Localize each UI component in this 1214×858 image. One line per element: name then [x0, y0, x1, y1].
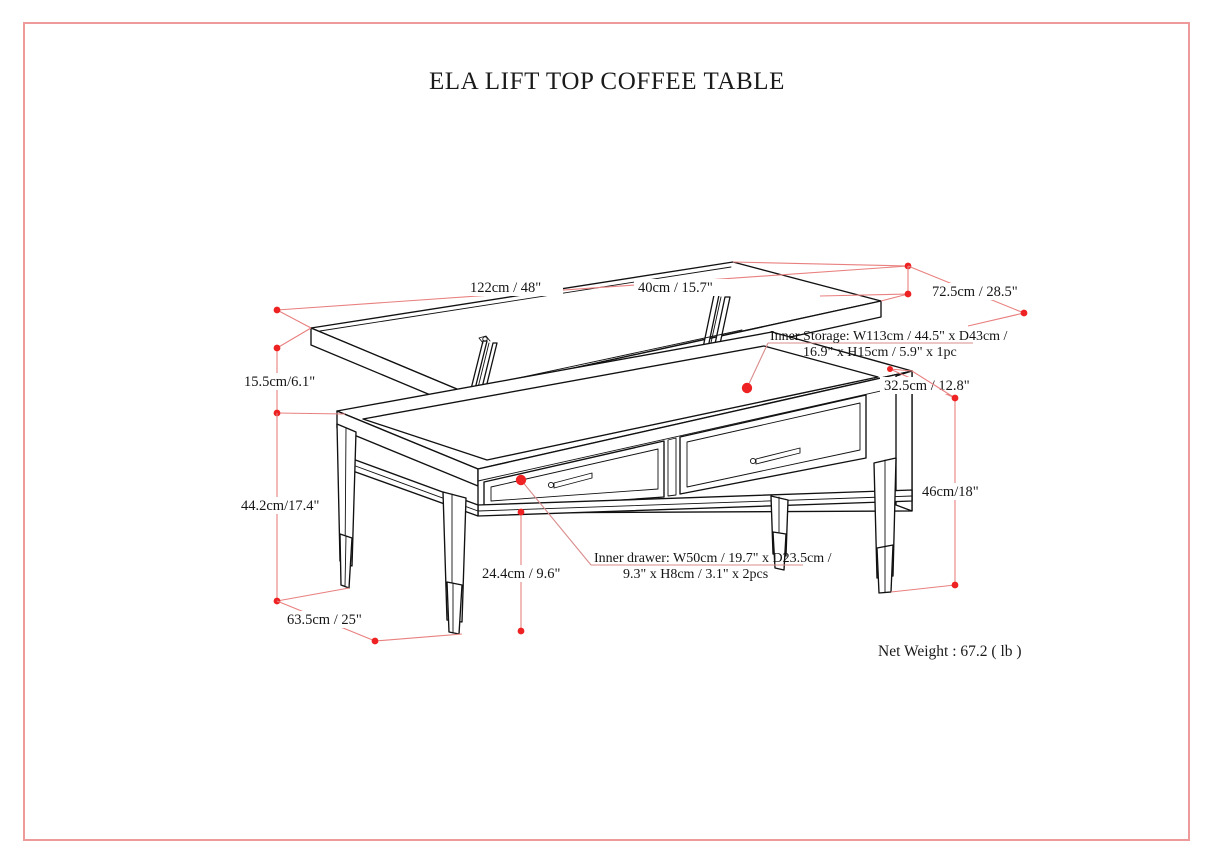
dimension-leg-clearance: 24.4cm / 9.6" — [478, 508, 578, 635]
dimension-body-height: 46cm/18" — [890, 370, 990, 593]
callout-inner-storage-line2: 16.9" x H15cm / 5.9" x 1pc — [803, 345, 957, 360]
callout-inner-storage: Inner Storage: W113cm / 44.5" x D43cm / … — [741, 329, 1008, 394]
dimension-label-top-depth: 40cm / 15.7" — [638, 280, 713, 296]
drawer-handle-left — [547, 472, 593, 489]
dimension-label-top-width: 122cm / 48" — [470, 280, 541, 296]
dimension-label-body-height: 46cm/18" — [922, 484, 979, 500]
callout-inner-drawer: Inner drawer: W50cm / 19.7" x D23.5cm / … — [515, 474, 832, 582]
dimension-label-overall-depth: 72.5cm / 28.5" — [932, 284, 1018, 300]
net-weight-label: Net Weight : 67.2 ( lb ) — [878, 643, 1022, 660]
dimension-table-height: 44.2cm/17.4" — [238, 413, 350, 605]
callout-inner-drawer-line1: Inner drawer: W50cm / 19.7" x D23.5cm / — [594, 551, 832, 566]
dimension-label-lift-rise: 15.5cm/6.1" — [244, 374, 315, 390]
dimension-base-depth: 63.5cm / 25" — [276, 600, 463, 645]
table-body — [336, 331, 913, 635]
page-title: ELA LIFT TOP COFFEE TABLE — [428, 68, 786, 95]
leg-left-rear — [336, 423, 357, 589]
callout-inner-drawer-line2: 9.3" x H8cm / 3.1" x 2pcs — [623, 567, 768, 582]
dimension-label-leg-clearance: 24.4cm / 9.6" — [482, 566, 560, 582]
drawer-handle-right — [749, 447, 801, 465]
leg-front-left — [442, 491, 467, 635]
dimension-label-base-depth: 63.5cm / 25" — [287, 612, 362, 628]
dimension-top-depth: 40cm / 15.7" — [634, 266, 912, 302]
dimension-top-width: 122cm / 48" — [273, 261, 912, 329]
callout-inner-storage-line1: Inner Storage: W113cm / 44.5" x D43cm / — [770, 329, 1008, 344]
dimension-label-table-height: 44.2cm/17.4" — [241, 498, 319, 514]
dimension-label-base-width: 32.5cm / 12.8" — [884, 378, 970, 394]
dimension-base-width: 32.5cm / 12.8" — [880, 366, 988, 399]
leg-right-rear — [770, 495, 789, 571]
dimension-overall-depth: 72.5cm / 28.5" — [907, 265, 1040, 327]
dimension-lift-rise: 15.5cm/6.1" — [241, 327, 346, 417]
leg-front-right — [873, 457, 897, 594]
